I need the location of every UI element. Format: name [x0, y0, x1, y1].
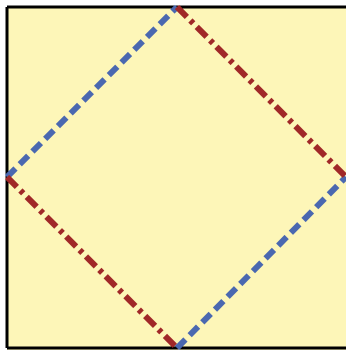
diamond-edge-top-to-right [174, 4, 346, 180]
diamond-edge-left-to-bottom [4, 174, 180, 350]
diamond-edge-bottom-to-right [174, 174, 346, 350]
background-fill [7, 7, 346, 350]
diamond-edge-left-to-top [4, 4, 180, 180]
